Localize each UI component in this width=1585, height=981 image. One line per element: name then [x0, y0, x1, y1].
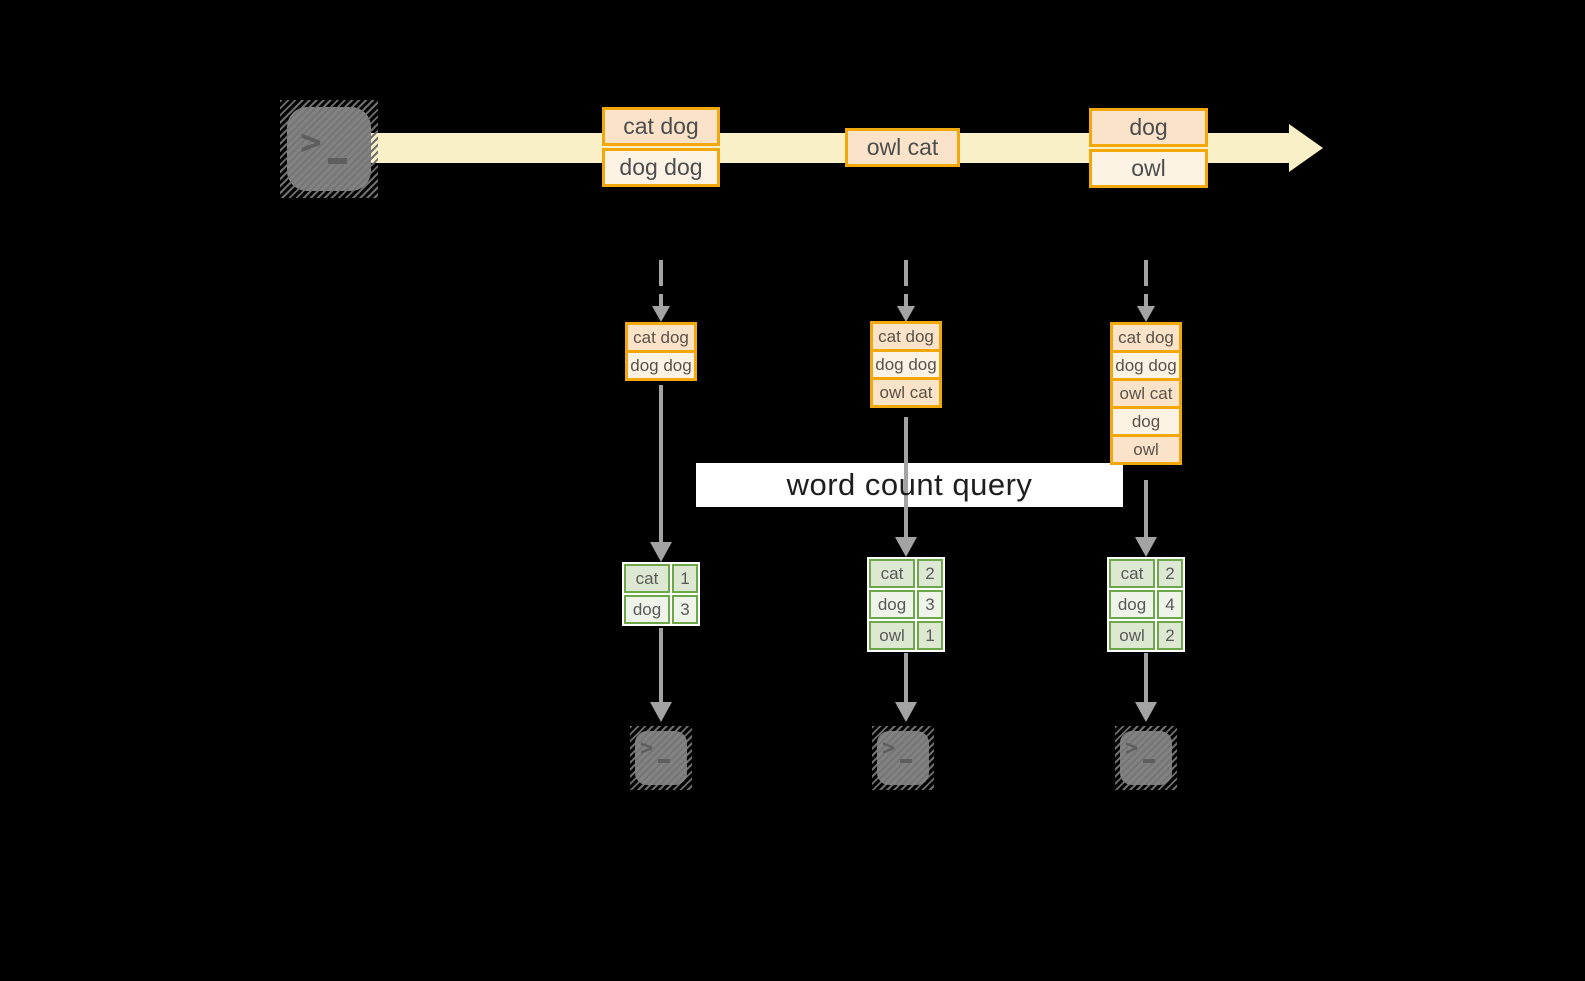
count-value-cell: 2	[1157, 621, 1183, 650]
count-word-cell: cat	[869, 559, 915, 588]
terminal-prompt-icon: >	[1125, 736, 1139, 761]
terminal-prompt-icon: >	[300, 122, 322, 163]
count-word-cell: cat	[624, 564, 670, 593]
output-arrow-shaft	[904, 653, 908, 702]
count-word-cell: owl	[1109, 621, 1155, 650]
stream-event-row: owl	[1089, 149, 1208, 188]
arrowhead-icon	[897, 306, 915, 322]
arrowhead-icon	[895, 537, 917, 557]
stream-event-2: owl cat	[845, 128, 960, 167]
source-terminal-icon: >	[280, 100, 378, 198]
count-word-cell: dog	[624, 595, 670, 624]
output-terminal-icon-3: >	[1115, 726, 1177, 790]
arrowhead-icon	[1135, 537, 1157, 557]
buffer-row: cat dog	[1110, 322, 1182, 353]
query-label: word count query	[696, 463, 1123, 507]
dashed-arrow-segment	[1144, 260, 1148, 286]
output-terminal-icon-2: >	[872, 726, 934, 790]
buffer-stack-2: cat dog dog dog owl cat	[870, 321, 942, 408]
count-value-cell: 3	[917, 590, 943, 619]
query-arrow-shaft	[904, 417, 908, 537]
count-value-cell: 4	[1157, 590, 1183, 619]
count-table-3: cat 2 dog 4 owl 2	[1107, 557, 1185, 652]
dashed-arrow-segment	[659, 260, 663, 286]
buffer-row: dog dog	[625, 350, 697, 381]
dashed-arrow-segment	[1144, 294, 1148, 306]
terminal-cursor-icon	[328, 158, 347, 164]
query-arrow-shaft	[659, 385, 663, 542]
output-arrow-shaft	[659, 628, 663, 702]
arrowhead-icon	[1137, 306, 1155, 322]
terminal-body	[1120, 731, 1172, 785]
stream-event-row: dog dog	[602, 148, 720, 187]
terminal-body	[635, 731, 687, 785]
stream-event-1: cat dog dog dog	[602, 107, 720, 187]
count-table-1: cat 1 dog 3	[622, 562, 700, 626]
buffer-row: owl cat	[870, 377, 942, 408]
query-arrow-shaft	[1144, 480, 1148, 537]
terminal-prompt-icon: >	[882, 736, 896, 761]
buffer-row: dog	[1110, 406, 1182, 437]
buffer-row: cat dog	[625, 322, 697, 353]
stream-event-row: dog	[1089, 108, 1208, 147]
stream-arrowhead-icon	[1289, 124, 1323, 172]
terminal-body	[287, 107, 371, 191]
buffer-row: dog dog	[870, 349, 942, 380]
dashed-arrow-segment	[904, 294, 908, 306]
count-word-cell: dog	[869, 590, 915, 619]
stream-event-3: dog owl	[1089, 108, 1208, 188]
arrowhead-icon	[1135, 702, 1157, 722]
count-value-cell: 1	[672, 564, 698, 593]
output-terminal-icon-1: >	[630, 726, 692, 790]
count-value-cell: 1	[917, 621, 943, 650]
terminal-cursor-icon	[658, 759, 670, 763]
arrowhead-icon	[895, 702, 917, 722]
dashed-arrow-segment	[659, 294, 663, 306]
terminal-cursor-icon	[900, 759, 912, 763]
count-word-cell: owl	[869, 621, 915, 650]
buffer-stack-3: cat dog dog dog owl cat dog owl	[1110, 322, 1182, 465]
terminal-cursor-icon	[1143, 759, 1155, 763]
count-value-cell: 2	[917, 559, 943, 588]
count-value-cell: 2	[1157, 559, 1183, 588]
arrowhead-icon	[650, 702, 672, 722]
dashed-arrow-segment	[904, 260, 908, 286]
arrowhead-icon	[650, 542, 672, 562]
buffer-row: owl cat	[1110, 378, 1182, 409]
stream-event-row: owl cat	[845, 128, 960, 167]
arrowhead-icon	[652, 306, 670, 322]
terminal-body	[877, 731, 929, 785]
query-label-text: word count query	[786, 467, 1033, 502]
stream-event-row: cat dog	[602, 107, 720, 146]
buffer-row: owl	[1110, 434, 1182, 465]
buffer-row: dog dog	[1110, 350, 1182, 381]
count-word-cell: cat	[1109, 559, 1155, 588]
count-table-2: cat 2 dog 3 owl 1	[867, 557, 945, 652]
terminal-prompt-icon: >	[640, 736, 654, 761]
buffer-row: cat dog	[870, 321, 942, 352]
count-word-cell: dog	[1109, 590, 1155, 619]
count-value-cell: 3	[672, 595, 698, 624]
output-arrow-shaft	[1144, 653, 1148, 702]
buffer-stack-1: cat dog dog dog	[625, 322, 697, 381]
